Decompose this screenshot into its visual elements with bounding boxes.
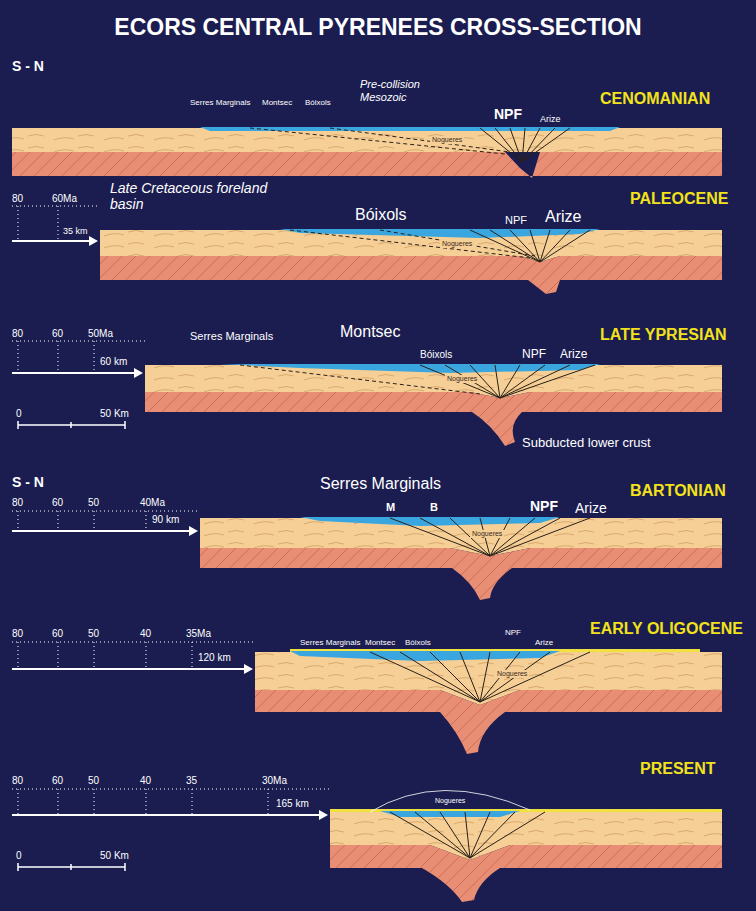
annotation: Late Cretaceous foreland basin (110, 180, 285, 212)
place-name: Arize (535, 638, 553, 647)
orientation-label: S - N (12, 474, 44, 490)
place-name: Montsec (340, 323, 400, 341)
place-name: Bóixols (420, 349, 452, 361)
stage-name: LATE YPRESIAN (600, 326, 727, 344)
age-tick: 60Ma (52, 193, 77, 205)
place-name: Bóixols (355, 206, 407, 224)
shortening-label: 120 km (198, 652, 231, 664)
age-tick: 50Ma (88, 328, 113, 340)
scale-label: 50 Km (100, 850, 129, 862)
thrust-faults (240, 128, 595, 858)
age-tick: 50 (88, 775, 99, 787)
place-name: B (430, 501, 438, 514)
stage-name: EARLY OLIGOCENE (590, 620, 743, 638)
age-tick: 80 (12, 628, 23, 640)
shortening-label: 165 km (276, 798, 309, 810)
shortening-label: 35 km (63, 226, 88, 236)
unit-name: Nogueres (470, 530, 504, 538)
scale-label: 50 Km (100, 408, 129, 420)
age-tick: 35Ma (186, 628, 211, 640)
age-tick: 60 (52, 628, 63, 640)
scale-label: 0 (16, 408, 22, 420)
age-tick: 80 (12, 497, 23, 509)
stage-name: PRESENT (640, 760, 716, 778)
unit-name: Nogueres (435, 797, 465, 805)
upper-crust (12, 128, 722, 860)
stage-name: PALEOCENE (630, 190, 728, 208)
unit-name: Nogueres (445, 375, 479, 383)
place-name: Montsec (365, 638, 395, 647)
place-name: Montsec (262, 98, 292, 107)
diagram-title: ECORS CENTRAL PYRENEES CROSS-SECTION (0, 14, 756, 40)
scale-label: 0 (16, 850, 22, 862)
place-name: Arize (575, 500, 607, 516)
age-tick: 80 (12, 193, 23, 205)
fault-name: NPF (505, 214, 527, 227)
age-tick: 60 (52, 497, 63, 509)
unit-name: Nogueres (495, 670, 529, 678)
unit-name: Nogueres (430, 136, 464, 144)
unit-name: Nogueres (440, 240, 474, 248)
place-name: Serres Marginals (300, 638, 360, 647)
age-tick: 60 (52, 328, 63, 340)
shortening-label: 60 km (100, 356, 127, 368)
shortening-label: 90 km (152, 514, 179, 526)
place-name: Bóixols (405, 638, 431, 647)
fault-name: NPF (522, 348, 546, 362)
place-name: Serres Marginals (320, 475, 441, 493)
place-name: Arize (545, 208, 581, 226)
stage-name: CENOMANIAN (600, 90, 710, 108)
annotation: Pre-collision Mesozoic (360, 78, 455, 103)
fault-name: NPF (494, 106, 522, 122)
age-tick: 40Ma (140, 497, 165, 509)
age-tick: 60 (52, 775, 63, 787)
fault-name: NPF (530, 498, 558, 514)
syn-orogenic-sediments (200, 127, 722, 817)
time-rulers (12, 206, 330, 814)
place-name: Bóixols (305, 98, 331, 107)
orientation-label: S - N (12, 58, 44, 74)
age-tick: 30Ma (262, 775, 287, 787)
stage-name: BARTONIAN (630, 482, 726, 500)
age-tick: 50 (88, 628, 99, 640)
age-tick: 80 (12, 775, 23, 787)
age-tick: 35 (186, 775, 197, 787)
place-name: M (386, 501, 395, 514)
fault-name: NPF (505, 628, 521, 637)
place-name: Serres Marginals (190, 98, 250, 107)
age-tick: 40 (140, 628, 151, 640)
age-tick: 80 (12, 328, 23, 340)
age-tick: 40 (140, 775, 151, 787)
annotation: Subducted lower crust (522, 436, 651, 451)
shortening-arrows (12, 236, 328, 820)
age-tick: 50 (88, 497, 99, 509)
place-name: Arize (560, 348, 587, 362)
place-name: Serres Marginals (190, 330, 273, 343)
lower-crust (12, 152, 722, 902)
eroded-fold-outline (370, 790, 530, 812)
place-name: Arize (540, 114, 561, 124)
